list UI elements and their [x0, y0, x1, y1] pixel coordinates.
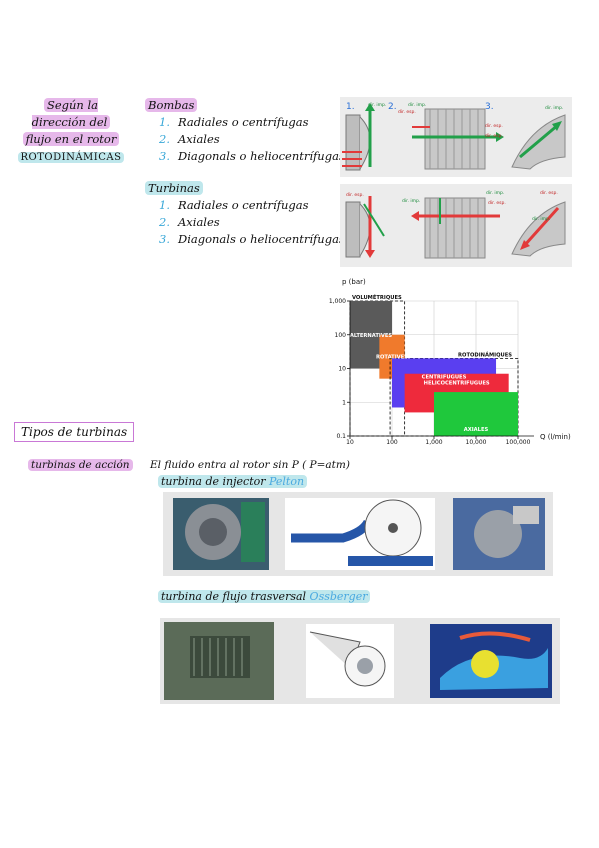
svg-text:dir. imp.: dir. imp. [402, 198, 420, 204]
x-tick-label: 100 [386, 439, 398, 445]
turbinas-item: 2.Axiales [159, 215, 220, 229]
pump-flow-diagram: 1. 2. 3. dir. imp. dir. esp. dir. imp. d… [340, 97, 572, 177]
turbine-flow-diagram: dir. esp. dir. imp. dir. esp. dir. imp. … [340, 184, 572, 267]
title-line-1: Según la dirección del [31, 98, 111, 129]
turbinas-title: Turbinas [145, 181, 203, 195]
region-label: ROTATIVES [376, 355, 408, 361]
svg-text:dir. esp.: dir. esp. [540, 190, 558, 196]
region-label: HELICOCENTRIFUGUES [424, 381, 490, 387]
y-tick-label: 10 [338, 366, 346, 373]
pelton-image-strip [163, 492, 553, 576]
svg-text:dir. esp.: dir. esp. [398, 109, 416, 115]
y-tick-label: 1 [342, 399, 346, 406]
y-tick-label: 100 [335, 332, 347, 339]
pump-range-chart: VOLUMÉTRIQUES ALTERNATIVES ROTATIVES ROTODI… [329, 278, 571, 445]
pelton-name: Pelton [269, 475, 305, 488]
bombas-block: Bombas 1.Radiales o centrífugas 2.Axiale… [145, 97, 345, 165]
diagram-label-1: 1. [346, 102, 355, 112]
title-line-3: ROTODINÁMICAS [17, 152, 125, 163]
diagram-label-2: 2. [388, 102, 397, 112]
x-tick-label: 100,000 [506, 439, 531, 445]
turbinas-item: 3.Diagonals o heliocentrífugas [159, 232, 345, 246]
ossberger-image-strip [160, 618, 560, 704]
y-tick-label: 0.1 [336, 433, 346, 440]
chart-ticks: 10 100 1,000 10,000 100,000 0.1 1 10 100 1,000 [329, 298, 534, 445]
y-tick-label: 1,000 [329, 298, 346, 305]
diagram-label-3: 3. [485, 102, 494, 112]
x-tick-label: 10 [346, 439, 354, 445]
title-line-2: flujo en el rotor [22, 132, 120, 146]
chart-xlabel: Q (l/min) [540, 433, 571, 441]
svg-text:dir. imp.: dir. imp. [545, 105, 563, 111]
bombas-item: 1.Radiales o centrífugas [159, 115, 309, 129]
svg-text:dir. esp.: dir. esp. [346, 192, 364, 198]
chart-regions: VOLUMÉTRIQUES ALTERNATIVES ROTATIVES ROTODI… [349, 293, 519, 437]
ossberger-name: Ossberger [309, 590, 368, 603]
region-label: AXIALES [464, 427, 489, 433]
tipos-turbinas-title: Tipos de turbinas [14, 422, 135, 442]
svg-text:dir. imp.: dir. imp. [486, 190, 504, 196]
pelton-label: turbina de injector [161, 475, 266, 488]
x-tick-label: 1,000 [425, 439, 442, 445]
region-label: VOLUMÉTRIQUES [352, 293, 402, 301]
svg-text:dir. imp.: dir. imp. [368, 102, 386, 108]
ossberger-heading: turbina de flujo trasversal Ossberger [158, 590, 371, 603]
region-label: ALTERNATIVES [350, 333, 393, 339]
bombas-item: 2.Axiales [159, 132, 220, 146]
section-title-block: Según la dirección del flujo en el rotor… [16, 97, 126, 166]
svg-text:dir. imp.: dir. imp. [532, 216, 550, 222]
svg-text:dir. esp.: dir. esp. [488, 200, 506, 206]
svg-text:dir. esp.: dir. esp. [485, 123, 503, 129]
turbinas-item: 1.Radiales o centrífugas [159, 198, 309, 212]
x-tick-label: 10,000 [466, 439, 487, 445]
pelton-heading: turbina de injector Pelton [158, 475, 308, 488]
svg-text:dir. esp.: dir. esp. [485, 133, 503, 139]
accion-description: El fluido entra al rotor sin P ( P=atm) [150, 459, 350, 471]
chart-ylabel: p (bar) [342, 278, 366, 286]
ossberger-label: turbina de flujo trasversal [161, 590, 307, 603]
svg-text:dir. imp.: dir. imp. [408, 102, 426, 108]
turbinas-accion-label: turbinas de acción [28, 459, 133, 471]
bombas-item: 3.Diagonals o heliocentrífugas [159, 149, 345, 163]
turbinas-block: Turbinas 1.Radiales o centrífugas 2.Axia… [145, 180, 345, 248]
region-block [434, 392, 518, 436]
region-label: CENTRIFUGUES [422, 374, 467, 380]
region-label: ROTODINÁMIQUES [458, 351, 512, 358]
bombas-title: Bombas [145, 98, 198, 112]
